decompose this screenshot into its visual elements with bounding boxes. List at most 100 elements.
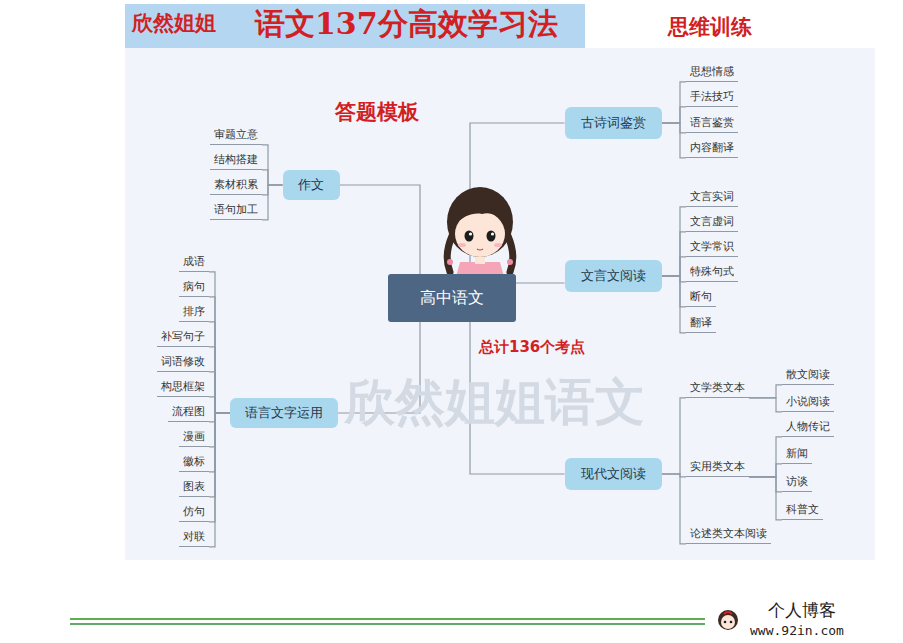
leaf-topic: 成语 — [179, 254, 209, 272]
topic-text: 素材积累 — [214, 178, 258, 192]
leaf-topic: 仿句 — [179, 504, 209, 522]
leaf-topic: 人物传记 — [782, 419, 834, 437]
author-name: 欣然姐姐 — [132, 10, 216, 35]
topic-text: 思想情感 — [690, 65, 734, 79]
topic-text: 作文 — [298, 176, 324, 194]
branch-connector — [209, 413, 230, 497]
topic-text: 审题立意 — [214, 128, 258, 142]
topic-text: 断句 — [690, 290, 712, 304]
leaf-topic: 构思框架 — [157, 379, 209, 397]
branch-connector — [749, 437, 782, 477]
topic-text: 文言实词 — [690, 190, 734, 204]
topic-text: 病句 — [183, 280, 205, 294]
branch-connector — [262, 145, 283, 185]
topic-text: 高中语文 — [420, 288, 484, 309]
branch-connector — [209, 413, 230, 547]
topic-text: 科普文 — [786, 503, 819, 517]
leaf-topic: 补写句子 — [157, 329, 209, 347]
root-topic-box: 高中语文 — [388, 274, 516, 322]
branch-connector — [662, 276, 687, 282]
topic-text: 论述类文本阅读 — [690, 527, 767, 541]
branch-connector — [209, 413, 230, 472]
leaf-topic: 手法技巧 — [686, 89, 738, 107]
branch-connector — [262, 170, 283, 185]
topic-text: 流程图 — [172, 405, 205, 419]
topic-text: 文言虚词 — [690, 215, 734, 229]
page-title: 语文137分高效学习法 — [255, 6, 558, 42]
topic-text: 语言鉴赏 — [690, 116, 734, 130]
branch-connector — [662, 276, 687, 307]
branch-connector — [209, 413, 230, 447]
leaf-topic: 素材积累 — [210, 177, 262, 195]
branch-connector — [662, 474, 687, 544]
leaf-topic: 小说阅读 — [782, 394, 834, 412]
girl-illustration — [447, 187, 513, 284]
blog-url: www.92in.com — [750, 623, 844, 639]
branch-connector — [209, 322, 230, 413]
topic-text: 现代文阅读 — [581, 465, 646, 483]
topic-text: 特殊句式 — [690, 265, 734, 279]
topic-text: 内容翻译 — [690, 141, 734, 155]
leaf-topic: 文言虚词 — [686, 214, 738, 232]
topic-text: 徽标 — [183, 455, 205, 469]
leaf-topic: 流程图 — [168, 404, 209, 422]
leaf-topic: 内容翻译 — [686, 140, 738, 158]
topic-text: 仿句 — [183, 505, 205, 519]
leaf-topic: 语言鉴赏 — [686, 115, 738, 133]
leaf-topic: 徽标 — [179, 454, 209, 472]
leaf-topic: 散文阅读 — [782, 367, 834, 385]
topic-text: 排序 — [183, 305, 205, 319]
topic-text: 翻译 — [690, 316, 712, 330]
note-text: 总计136个考点 — [479, 338, 585, 356]
branch-connector — [340, 185, 421, 274]
branch-connector — [662, 107, 687, 123]
branch-connector — [749, 477, 782, 492]
branch-topic-box: 现代文阅读 — [565, 458, 662, 490]
topic-text: 实用类文本 — [690, 460, 745, 474]
leaf-topic: 排序 — [179, 304, 209, 322]
topic-text: 图表 — [183, 480, 205, 494]
leaf-topic: 文言实词 — [686, 189, 738, 207]
branch-connector — [749, 385, 782, 398]
branch-topic-box: 文言文阅读 — [565, 260, 662, 292]
topic-text: 手法技巧 — [690, 90, 734, 104]
watermark: 欣然姐姐语文 — [345, 372, 645, 432]
leaf-topic: 文学常识 — [686, 239, 738, 257]
branch-connector — [662, 82, 687, 123]
branch-connector — [209, 297, 230, 413]
topic-text: 文学类文本 — [690, 381, 745, 395]
branch-connector — [749, 477, 782, 520]
branch-connector — [209, 347, 230, 413]
branch-connector — [749, 464, 782, 477]
branch-connector — [662, 276, 687, 333]
branch-connector — [209, 413, 230, 522]
topic-text: 构思框架 — [161, 380, 205, 394]
footer-rule — [70, 619, 705, 624]
branch-connector — [262, 185, 283, 195]
section-heading: 思维训练 — [668, 14, 752, 39]
topic-text: 访谈 — [786, 475, 808, 489]
topic-text: 成语 — [183, 255, 205, 269]
leaf-topic: 访谈 — [782, 474, 812, 492]
topic-text: 漫画 — [183, 430, 205, 444]
branch-connector — [209, 413, 230, 422]
blog-name: 个人博客 — [768, 600, 836, 620]
branch-connector — [662, 123, 687, 158]
branch-topic-box: 语言文字运用 — [230, 398, 338, 428]
blog-logo-icon — [718, 610, 738, 630]
branch-connector — [662, 232, 687, 276]
leaf-topic: 语句加工 — [210, 202, 262, 220]
topic-text: 语言文字运用 — [245, 404, 323, 422]
leaf-topic: 特殊句式 — [686, 264, 738, 282]
branch-connector — [662, 207, 687, 276]
branch-connector — [209, 272, 230, 413]
leaf-topic: 文学类文本 — [686, 380, 749, 398]
leaf-topic: 断句 — [686, 289, 716, 307]
leaf-topic: 实用类文本 — [686, 459, 749, 477]
topic-text: 文言文阅读 — [581, 267, 646, 285]
leaf-topic: 科普文 — [782, 502, 823, 520]
leaf-topic: 新闻 — [782, 446, 812, 464]
branch-connector — [662, 123, 687, 133]
leaf-topic: 审题立意 — [210, 127, 262, 145]
